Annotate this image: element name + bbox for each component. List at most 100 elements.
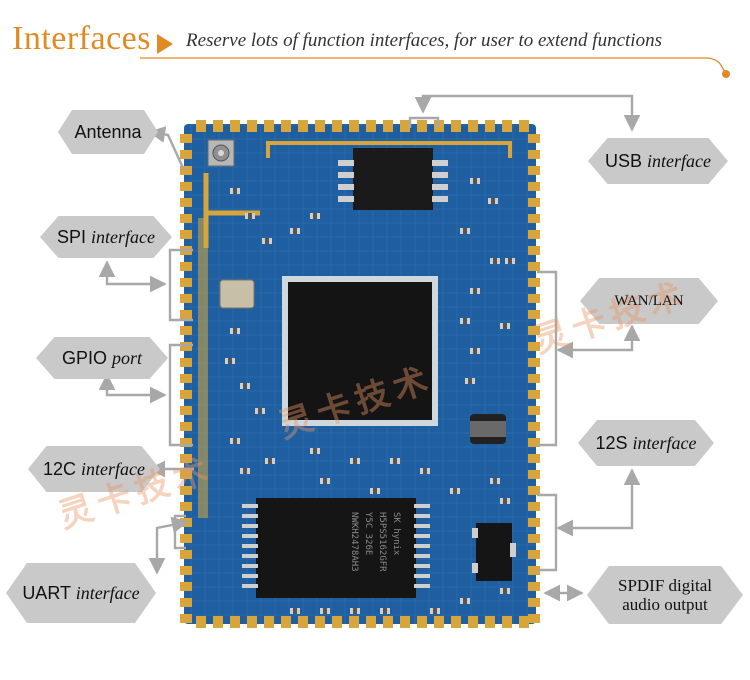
inductor <box>470 414 506 444</box>
usb-label-italic: interface <box>647 150 711 171</box>
pad <box>180 406 192 415</box>
pad <box>281 616 291 628</box>
passive-components <box>225 178 515 614</box>
pad <box>213 120 223 132</box>
smd-passive-body <box>463 228 467 234</box>
pad <box>400 120 410 132</box>
pad <box>180 614 192 623</box>
pad <box>528 198 540 207</box>
pad <box>180 150 192 159</box>
gpio-port-label: GPIO port <box>36 337 168 379</box>
spdif-label-line2: audio output <box>622 595 708 614</box>
smd-passive-body <box>463 318 467 324</box>
pad <box>180 358 192 367</box>
pad <box>528 278 540 287</box>
pad <box>180 294 192 303</box>
uart-label-italic: interface <box>75 582 140 603</box>
pad <box>485 616 495 628</box>
uart-connector-line <box>148 516 189 575</box>
smd-passive-body <box>453 488 457 494</box>
pad <box>180 390 192 399</box>
memory-chip-text-line: NWKH2478AH3 <box>349 512 359 572</box>
pad <box>528 566 540 575</box>
smd-passive-body <box>383 608 387 614</box>
smd-passive-body <box>243 468 247 474</box>
smd-passive-body <box>503 588 507 594</box>
pad <box>519 616 529 628</box>
smd-passive-body <box>248 213 252 219</box>
smd-passive-body <box>228 358 232 364</box>
smd-passive-body <box>233 328 237 334</box>
title-arrow-icon <box>157 34 173 54</box>
i2s-label-italic: interface <box>632 432 697 453</box>
pad <box>400 616 410 628</box>
usb-connector-line <box>414 94 641 132</box>
spdif-label-line1: SPDIF digital <box>618 576 712 595</box>
pcb-module: SK hynix H5PS5162GFR Y5C 326E NWKH2478AH… <box>180 120 540 628</box>
pad <box>264 120 274 132</box>
pad <box>528 470 540 479</box>
pad <box>528 262 540 271</box>
pad <box>264 616 274 628</box>
pad <box>528 230 540 239</box>
smd-passive-body <box>293 608 297 614</box>
pads-right <box>528 134 540 623</box>
pad <box>528 582 540 591</box>
pad <box>247 120 257 132</box>
i2s-interface-label: 12S interface <box>578 420 714 466</box>
pad <box>528 310 540 319</box>
pad <box>180 454 192 463</box>
pad <box>528 342 540 351</box>
memory-chip-text-line: SK hynix <box>391 512 401 556</box>
header-underline <box>140 57 730 78</box>
pad <box>528 454 540 463</box>
i2s-bracket <box>537 493 558 572</box>
smd-passive-body <box>493 258 497 264</box>
flash-chip <box>338 148 448 210</box>
pad <box>451 616 461 628</box>
uart-bracket <box>173 514 186 550</box>
smd-passive-body <box>323 608 327 614</box>
smd-passive-body <box>233 188 237 194</box>
pad <box>528 246 540 255</box>
pad <box>180 470 192 479</box>
smd-passive-body <box>503 498 507 504</box>
pad <box>528 502 540 511</box>
pad <box>528 614 540 623</box>
pad <box>528 326 540 335</box>
pad <box>180 214 192 223</box>
spi-label-italic: interface <box>91 226 155 247</box>
i2s-label-text: 12S <box>595 432 628 453</box>
pad <box>298 616 308 628</box>
pad <box>528 534 540 543</box>
smd-passive-body <box>313 448 317 454</box>
pad <box>366 120 376 132</box>
pad <box>332 616 342 628</box>
antenna-connector <box>207 139 235 167</box>
spi-bracket <box>168 248 193 322</box>
smd-passive-body <box>293 228 297 234</box>
usb-interface-label: USB interface <box>588 138 728 184</box>
gpio-label-text: GPIO <box>61 347 107 368</box>
smd-passive-body <box>463 598 467 604</box>
pad <box>180 326 192 335</box>
pad <box>528 214 540 223</box>
pad <box>349 120 359 132</box>
gpio-connector-line <box>98 373 167 404</box>
usb-label-text: USB <box>604 150 642 171</box>
smd-passive-body <box>353 458 357 464</box>
pad <box>180 438 192 447</box>
spi-label-text: SPI <box>56 226 86 247</box>
smd-passive-body <box>353 608 357 614</box>
smd-passive-body <box>243 383 247 389</box>
pad <box>417 616 427 628</box>
pad <box>180 310 192 319</box>
pad <box>468 616 478 628</box>
wan-connector-line <box>556 324 641 359</box>
pad <box>180 582 192 591</box>
antenna-label: Antenna <box>58 110 158 154</box>
pad <box>180 278 192 287</box>
smd-passive-body <box>433 608 437 614</box>
